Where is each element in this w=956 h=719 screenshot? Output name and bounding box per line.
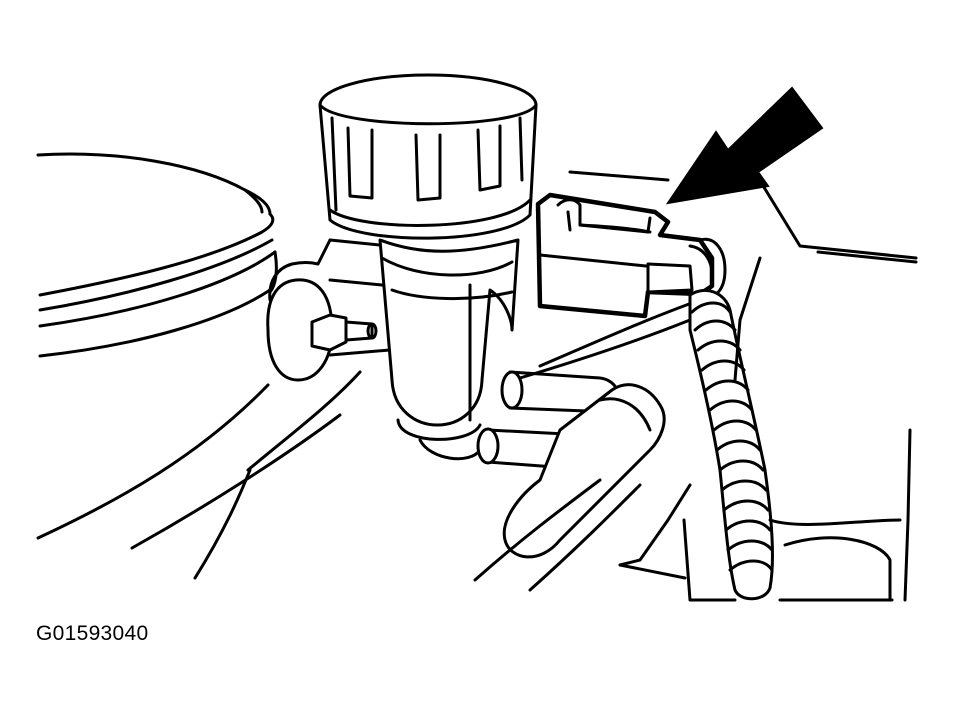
mounting-bracket: [266, 238, 394, 382]
vacuum-hoses: [473, 298, 702, 592]
arrow-icon: [665, 86, 824, 205]
engine-structure-right: [568, 170, 918, 602]
electrical-connector: [535, 192, 727, 319]
solenoid-body: [318, 73, 538, 461]
figure-id-label: G01593040: [36, 622, 149, 645]
air-cleaner-housing: [36, 152, 362, 580]
wiring-harness: [688, 289, 774, 601]
